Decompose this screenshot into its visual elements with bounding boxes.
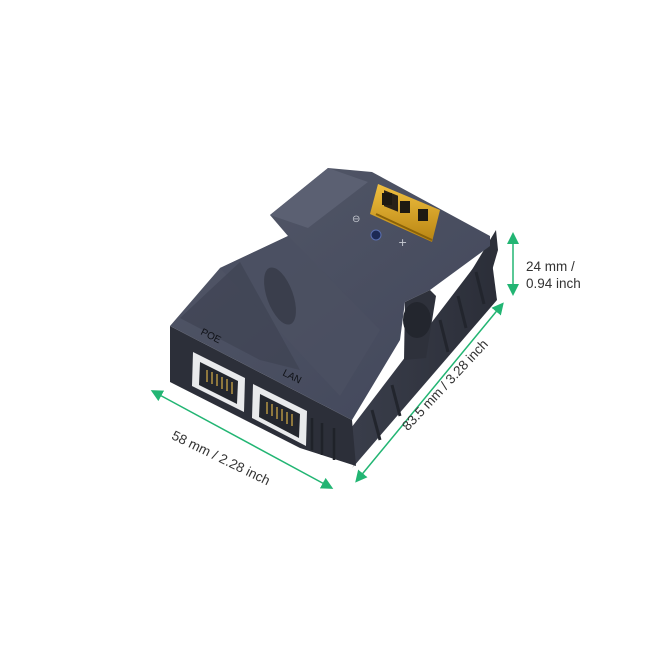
height-label-line-1: 24 mm / bbox=[526, 259, 575, 274]
top-oval-recess bbox=[264, 267, 296, 325]
top-ridge bbox=[270, 168, 368, 228]
width-dimension-arrow bbox=[150, 390, 334, 489]
status-led bbox=[370, 229, 382, 241]
depth-dimension-arrow bbox=[355, 302, 504, 483]
top-ridge-2 bbox=[220, 236, 380, 396]
terminal-plus-marking: + bbox=[398, 236, 407, 249]
terminal-block bbox=[370, 184, 440, 242]
height-label-line-2: 0.94 inch bbox=[526, 276, 581, 291]
top-ridge-3 bbox=[180, 262, 300, 370]
terminal-minus-marking: ⊖ bbox=[352, 214, 360, 225]
mount-hole bbox=[403, 302, 431, 338]
height-dimension-label: 24 mm / 0.94 inch bbox=[526, 258, 581, 292]
